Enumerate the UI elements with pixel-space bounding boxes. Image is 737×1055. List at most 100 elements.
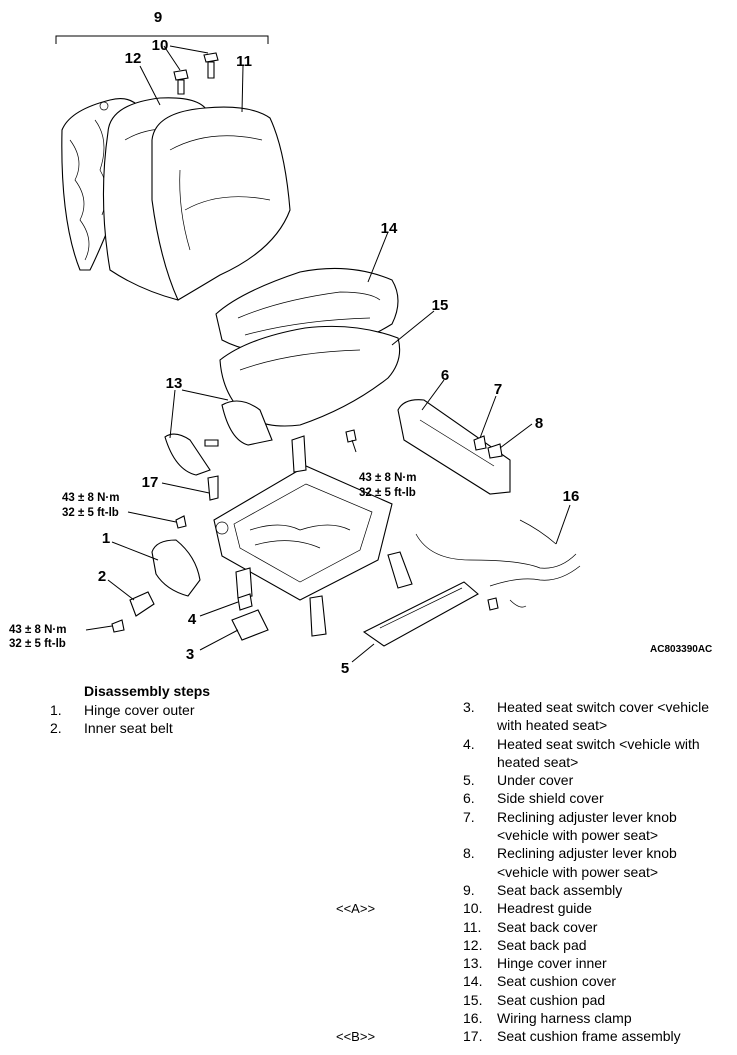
- step-text-line: Reclining adjuster lever knob: [497, 808, 677, 825]
- callout-16: 16: [563, 488, 580, 505]
- step-text-line: Hinge cover inner: [497, 955, 607, 972]
- step-text: Seat cushion pad: [497, 991, 737, 1009]
- step-6: 6. Side shield cover: [463, 789, 737, 807]
- callout-labels: 9 10 12 11 14 15 13 6 7 8 16 17 1 2 4 3 …: [98, 9, 580, 677]
- callout-12: 12: [125, 50, 142, 67]
- heated-seat-switch-parts: [199, 593, 269, 651]
- callout-1: 1: [102, 530, 110, 547]
- callout-15: 15: [432, 297, 449, 314]
- step-text-line: Seat back cover: [497, 918, 598, 935]
- step-text: Seat cushion frame assembly: [497, 1027, 737, 1045]
- step-7: 7. Reclining adjuster lever knob <vehicle …: [463, 808, 737, 845]
- step-text: Hinge cover inner: [497, 954, 737, 972]
- step-text-line: Heated seat switch <vehicle with: [497, 735, 700, 752]
- step-9: 9.Seat back assembly: [463, 881, 737, 899]
- callout-8: 8: [535, 415, 543, 432]
- torque-center-nm: 43 ± 8 N·m: [359, 472, 416, 484]
- step-text: Side shield cover: [497, 789, 737, 807]
- step-text: Reclining adjuster lever knob<vehicle wi…: [497, 844, 737, 881]
- step-number: 8.: [463, 845, 475, 862]
- step-15: 15. Seat cushion pad: [463, 991, 737, 1009]
- callout-9-bracket: [55, 35, 269, 44]
- hinge-cover-inner: [164, 389, 273, 476]
- callout-10: 10: [152, 37, 169, 54]
- torque-center-ftlb: 32 ± 5 ft-lb: [359, 487, 416, 499]
- step-text-line: Seat cushion cover: [497, 973, 617, 990]
- step-text: Seat cushion cover: [497, 972, 737, 990]
- step-text: Seat back pad: [497, 936, 737, 954]
- torque-lower-nm: 43 ± 8 N·m: [9, 624, 66, 636]
- disassembly-steps-title: Disassembly steps: [84, 683, 211, 699]
- step-text-line: <vehicle with power seat>: [497, 827, 659, 844]
- step-text-line: Under cover: [497, 772, 574, 789]
- seat-back-cover: [151, 65, 291, 301]
- step-14: 14. Seat cushion cover: [463, 972, 737, 990]
- side-shield-cover: [397, 379, 511, 495]
- step-number: 2.: [50, 720, 62, 737]
- marker-a: <<A>>: [336, 901, 376, 916]
- step-number: 6.: [463, 790, 475, 807]
- seat-cushion-frame: [161, 435, 413, 637]
- steps-left-column: 1. Hinge cover outer 2. Inner seat belt: [50, 701, 350, 738]
- callout-6: 6: [441, 367, 449, 384]
- step-number: 14.: [463, 973, 483, 990]
- callout-9: 9: [154, 9, 162, 26]
- step-number: 16.: [463, 1010, 483, 1027]
- callout-14: 14: [381, 220, 398, 237]
- step-text-line: Seat back assembly: [497, 881, 623, 898]
- step-number: 3.: [463, 699, 475, 715]
- step-number: 12.: [463, 936, 483, 953]
- step-12: 12. Seat back pad: [463, 936, 737, 954]
- step-number: 11.: [463, 918, 482, 935]
- exploded-seat-diagram: 9 10 12 11 14 15 13 6 7 8 16 17 1 2 4 3 …: [9, 9, 712, 677]
- step-text-line: Headrest guide: [497, 900, 592, 917]
- callout-3: 3: [186, 646, 194, 663]
- step-number: 13.: [463, 955, 483, 972]
- seat-cushion-pad: [219, 310, 435, 427]
- torque-lower-ftlb: 32 ± 5 ft-lb: [9, 638, 66, 650]
- inner-seat-belt: [107, 579, 155, 617]
- marker-b: <<B>>: [336, 1029, 376, 1044]
- step-11: 11. Seat back cover: [463, 918, 737, 936]
- step-number: 4.: [463, 735, 475, 752]
- step-8: 8. Reclining adjuster lever knob<vehicle …: [463, 844, 737, 881]
- step-number: 15.: [463, 991, 483, 1008]
- callout-17: 17: [142, 474, 159, 491]
- torque-left-nm: 43 ± 8 N·m: [62, 492, 119, 504]
- step-text: Seat back cover: [497, 918, 737, 936]
- step-text-line: heated seat>: [497, 753, 579, 770]
- callout-4: 4: [188, 611, 197, 628]
- torque-left-ftlb: 32 ± 5 ft-lb: [62, 507, 119, 519]
- torque-specs: 43 ± 8 N·m 32 ± 5 ft-lb 43 ± 8 N·m 32 ± …: [9, 472, 416, 650]
- step-text-line: with heated seat>: [497, 717, 608, 734]
- step-16: 16. Wiring harness clamp: [463, 1009, 737, 1027]
- step-text-line: Seat cushion frame assembly: [497, 1028, 681, 1045]
- under-cover: [351, 581, 479, 663]
- step-number: 7.: [463, 808, 475, 825]
- step-10: 10. Headrest guide: [463, 899, 737, 917]
- callout-2: 2: [98, 568, 106, 585]
- step-13: 13. Hinge cover inner: [463, 954, 737, 972]
- step-2: 2. Inner seat belt: [50, 719, 350, 737]
- callout-7: 7: [494, 381, 502, 398]
- step-number: 1.: [50, 702, 62, 718]
- bolts: [85, 429, 499, 633]
- step-number: 10.: [463, 900, 483, 917]
- figure-id-code: AC803390AC: [650, 644, 712, 655]
- step-number: 17.: [463, 1028, 483, 1045]
- wiring-harness: [415, 504, 581, 608]
- step-5: 5.Under cover: [463, 771, 737, 789]
- hinge-cover-outer: [111, 539, 201, 597]
- step-text: Wiring harness clamp: [497, 1009, 737, 1027]
- callout-13: 13: [166, 375, 183, 392]
- step-1: 1. Hinge cover outer: [50, 701, 350, 719]
- callout-11: 11: [236, 53, 252, 70]
- step-text-line: Reclining adjuster lever knob: [497, 845, 677, 862]
- step-text-line: Wiring harness clamp: [497, 1010, 632, 1027]
- step-text: Seat back assembly: [497, 881, 737, 899]
